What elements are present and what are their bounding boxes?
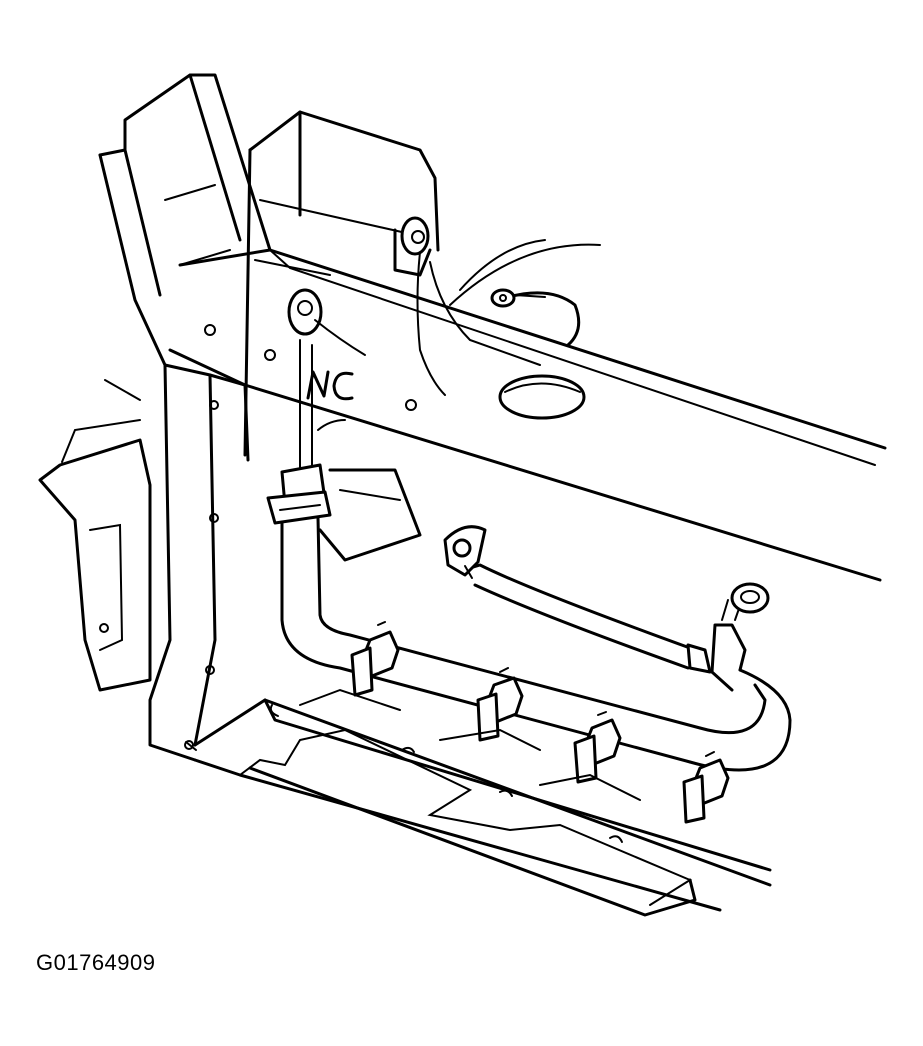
secondary-cable [443,525,712,674]
nc-stamp [306,370,354,401]
cable-clip-4 [682,751,730,824]
cable-clip-1 [350,621,400,697]
cable-retainer-clip [266,463,332,525]
ground-strap [490,288,581,347]
main-battery-cable [280,516,792,772]
cross-member [168,248,887,582]
cable-clip-3 [573,711,622,784]
cable-clip-2 [476,667,524,742]
lower-frame-rail [184,688,772,917]
upper-wires [299,251,541,471]
figure-id-label: G01764909 [36,950,156,975]
engine-block [243,110,440,562]
fender-panel [38,379,152,692]
bellhousing [449,239,601,306]
